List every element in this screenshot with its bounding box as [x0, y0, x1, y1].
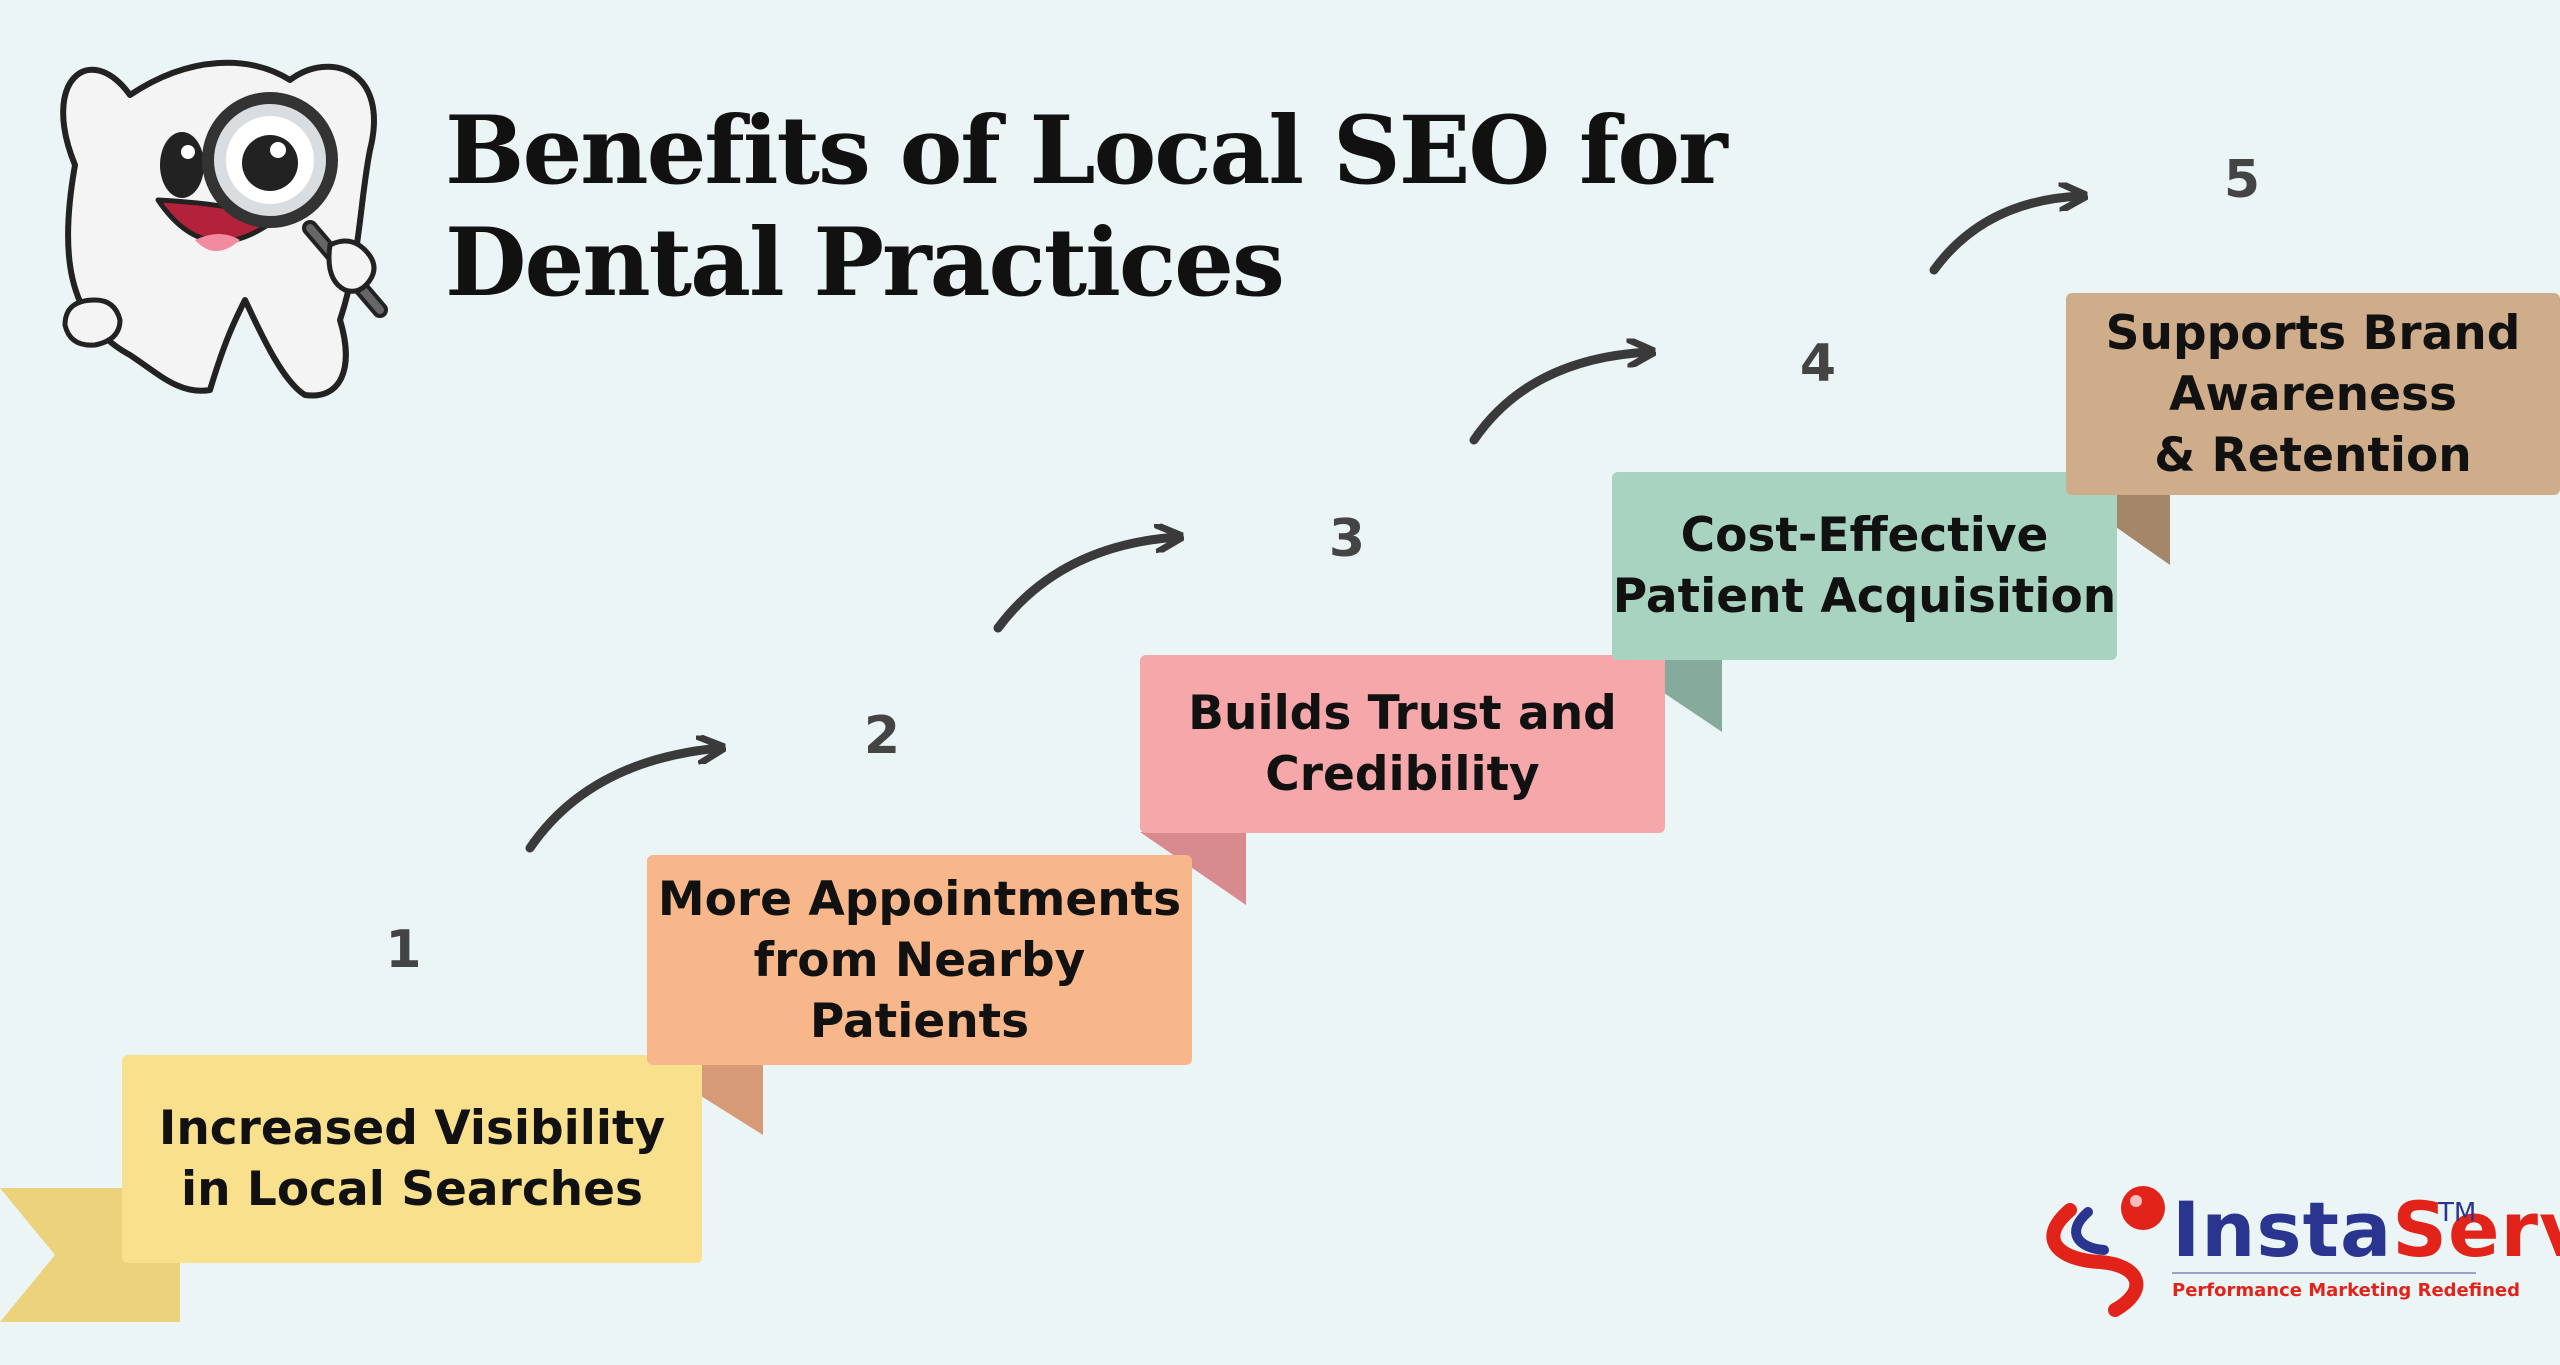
title-line-1: Benefits of Local SEO for [445, 96, 1728, 206]
brand-tagline: Performance Marketing Redefined [2172, 1280, 2520, 1301]
curved-arrow-icon [1929, 196, 2082, 275]
step-box-3: Builds Trust and Credibility [1140, 655, 1665, 833]
step-2-line-2: from Nearby [753, 932, 1086, 988]
title-line-2: Dental Practices [445, 208, 1285, 318]
curved-arrow-icon [993, 537, 1178, 633]
step-1-line-2: in Local Searches [180, 1162, 643, 1217]
step-2-line-1: More Appointments [657, 871, 1182, 927]
curved-arrow-icon [525, 748, 720, 853]
step-4-line-1: Cost-Effective [1680, 508, 2049, 563]
step-4-line-2: Patient Acquisition [1612, 569, 2117, 624]
instaserv-logo-icon [2046, 1186, 2165, 1317]
step-3-line-1: Builds Trust and [1188, 686, 1617, 741]
step-box-1: Increased Visibility in Local Searches [122, 1055, 702, 1263]
step-5-line-3: & Retention [2154, 427, 2472, 483]
brand-divider [2172, 1272, 2476, 1274]
step-5-line-2: Awareness [2169, 366, 2457, 422]
step-1-line-1: Increased Visibility [158, 1101, 666, 1156]
curved-arrow-icon [1469, 352, 1650, 445]
step-3-line-2: Credibility [1265, 747, 1540, 802]
ribbon-fold-2 [1140, 832, 1246, 905]
step-number-3: 3 [1328, 509, 1366, 569]
step-number-4: 4 [1799, 334, 1837, 394]
brand-trademark: TM [2438, 1198, 2477, 1228]
brand-name-part-2: Serv [2392, 1185, 2560, 1274]
step-number-2: 2 [863, 706, 901, 766]
step-5-line-1: Supports Brand [2105, 305, 2521, 361]
step-2-line-3: Patients [809, 993, 1030, 1049]
step-box-4: Cost-Effective Patient Acquisition [1612, 472, 2117, 660]
step-number-5: 5 [2223, 150, 2261, 210]
page-title: Benefits of Local SEO for Dental Practic… [445, 95, 1728, 319]
brand-name: InstaServ [2172, 1190, 2560, 1270]
step-number-1: 1 [385, 919, 422, 980]
step-box-5: Supports Brand Awareness & Retention [2066, 293, 2560, 495]
tooth-mascot-icon [60, 59, 388, 399]
step-box-2: More Appointments from Nearby Patients [647, 855, 1192, 1065]
brand-name-part-1: Insta [2172, 1185, 2393, 1274]
